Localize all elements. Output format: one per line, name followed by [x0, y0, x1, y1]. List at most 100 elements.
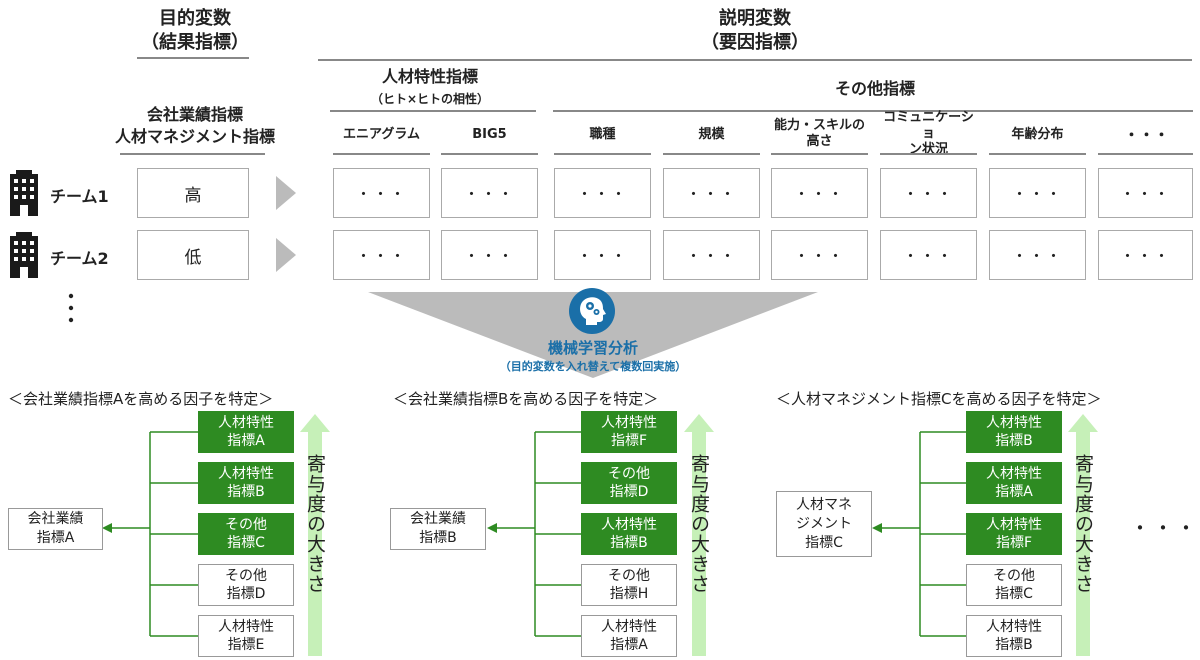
data-cell: ・・・ — [880, 168, 977, 218]
outcome-label-line2: 人材マネジメント指標 — [114, 127, 275, 146]
arrow-left-icon — [487, 523, 497, 533]
team-outcome-value: 高 — [137, 168, 249, 218]
outcome-label: 会社業績指標 人材マネジメント指標 — [100, 104, 290, 148]
outcome-label-line1: 会社業績指標 — [146, 105, 243, 124]
factor-line: 指標B — [610, 535, 648, 551]
more-panels-dots: ・・・ — [1130, 516, 1199, 540]
column-header-text: ・・・ — [1123, 126, 1169, 144]
talent-group-subtitle: （ヒト×ヒトの相性） — [370, 92, 490, 106]
column-header-text: BIG5 — [472, 127, 507, 142]
factor-box: 人材特性指標B — [966, 411, 1062, 453]
factor-line: 人材特性 — [601, 415, 657, 431]
factor-line: その他 — [225, 568, 267, 584]
factor-line: その他 — [608, 568, 650, 584]
column-header-skill-level: 能力・スキルの高さ — [771, 116, 868, 152]
outcome-label-underline — [120, 153, 265, 155]
column-header-text: 規模 — [698, 127, 725, 142]
column-header-text: 職種 — [589, 127, 616, 142]
team-name: チーム2 — [50, 249, 109, 268]
factor-box: 人材特性指標B — [581, 513, 677, 555]
factor-line: その他 — [993, 568, 1035, 584]
factor-line: 指標E — [227, 637, 265, 653]
data-cell: ・・・ — [880, 230, 977, 280]
factor-line: 指標B — [227, 484, 265, 500]
target-outcome-box: 人材マネ ジメント 指標C — [776, 491, 872, 557]
column-underline — [989, 153, 1086, 155]
panel-title: ＜人材マネジメント指標Cを高める因子を特定＞ — [776, 390, 1102, 408]
factor-box: 人材特性指標B — [198, 462, 294, 504]
factor-box: 人材特性指標E — [198, 615, 294, 657]
factor-line: 指標C — [995, 586, 1033, 602]
head-gears-icon — [569, 288, 615, 334]
factor-line: 人材特性 — [986, 619, 1042, 635]
factor-box: 人材特性指標F — [581, 411, 677, 453]
more-rows-dots — [68, 293, 74, 323]
talent-group-underline — [330, 110, 536, 112]
data-cell: ・・・ — [441, 168, 538, 218]
panel-title: ＜会社業績指標Bを高める因子を特定＞ — [393, 390, 659, 408]
column-underline — [441, 153, 538, 155]
explanatory-title: 説明変数 — [719, 8, 791, 29]
data-cell: ・・・ — [1098, 168, 1193, 218]
contribution-label: 寄与度の大きさ — [1072, 454, 1094, 594]
contribution-label: 寄与度の大きさ — [304, 454, 326, 594]
factor-line: 人材特性 — [601, 517, 657, 533]
column-header-text-2: ン状況 — [908, 142, 948, 157]
column-header-enneagram: エニアグラム — [333, 118, 430, 152]
column-header-text: 年齢分布 — [1011, 127, 1064, 142]
factor-line: 指標B — [995, 433, 1033, 449]
column-header-text: エニアグラム — [343, 127, 420, 142]
factor-line: 指標B — [995, 637, 1033, 653]
target-outcome-box: 会社業績 指標A — [8, 508, 103, 550]
data-cell: ・・・ — [771, 230, 868, 280]
factor-line: 指標C — [227, 535, 265, 551]
factor-line: 人材特性 — [986, 517, 1042, 533]
column-header-scale: 規模 — [663, 118, 760, 152]
factor-box: 人材特性指標A — [966, 462, 1062, 504]
factor-line: 人材特性 — [986, 415, 1042, 431]
panel-connector — [872, 431, 970, 637]
funnel-triangle — [368, 292, 818, 378]
data-cell: ・・・ — [663, 230, 760, 280]
column-header-communication: コミュニケーション状況 — [880, 110, 977, 157]
target-line: 人材マネ — [796, 496, 852, 513]
column-header-more: ・・・ — [1098, 118, 1195, 152]
objective-title: 目的変数 — [159, 8, 231, 29]
factor-line: その他 — [225, 517, 267, 533]
target-line: 会社業績 — [27, 511, 84, 527]
factor-line: その他 — [608, 466, 650, 482]
factor-line: 指標D — [226, 586, 266, 602]
factor-line: 人材特性 — [218, 415, 274, 431]
column-header-job-type: 職種 — [554, 118, 651, 152]
objective-subtitle: （結果指標） — [141, 32, 249, 53]
target-line: 指標C — [805, 534, 843, 551]
factor-box: 人材特性指標B — [966, 615, 1062, 657]
factor-box: 人材特性指標F — [966, 513, 1062, 555]
factor-line: 人材特性 — [218, 619, 274, 635]
data-cell: ・・・ — [554, 168, 651, 218]
ml-analysis-subtitle: （目的変数を入れ替えて複数回実施） — [499, 360, 687, 373]
factor-line: 指標A — [227, 433, 265, 449]
arrow-left-icon — [872, 523, 882, 533]
factor-line: 指標F — [995, 535, 1033, 551]
ml-analysis-title: 機械学習分析 — [547, 339, 638, 357]
panel-connector — [487, 431, 585, 637]
factor-box: その他指標D — [581, 462, 677, 504]
talent-group-title: 人材特性指標 — [381, 67, 478, 86]
data-cell: ・・・ — [333, 168, 430, 218]
column-header-big5: BIG5 — [441, 118, 538, 152]
arrow-up-icon — [300, 414, 330, 656]
factor-box: その他指標D — [198, 564, 294, 606]
factor-line: 人材特性 — [601, 619, 657, 635]
data-cell: ・・・ — [663, 168, 760, 218]
team-name: チーム1 — [50, 187, 109, 206]
column-underline — [663, 153, 760, 155]
factor-line: 指標A — [610, 637, 648, 653]
explanatory-subtitle: （要因指標） — [701, 32, 809, 53]
data-cell: ・・・ — [1098, 230, 1193, 280]
building-icon — [10, 170, 38, 216]
column-header-age-distribution: 年齢分布 — [989, 118, 1086, 152]
column-underline — [1098, 153, 1193, 155]
panel-connector — [102, 431, 200, 637]
column-underline — [333, 153, 430, 155]
